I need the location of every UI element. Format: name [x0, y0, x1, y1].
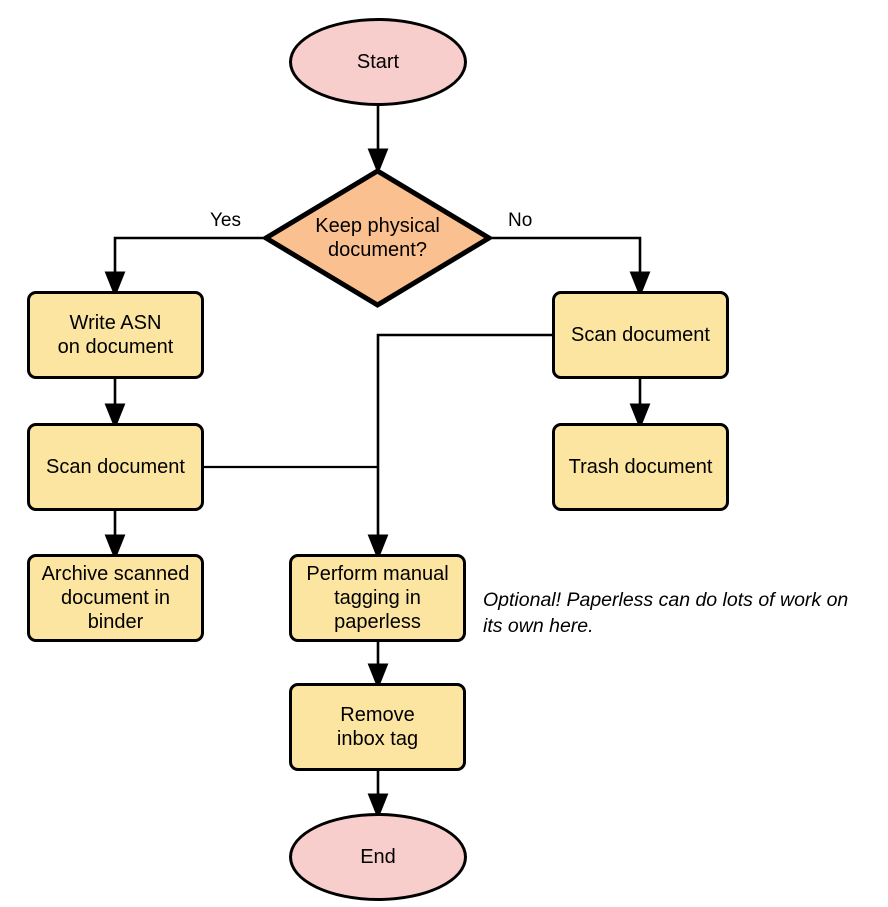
edge-label-no: No: [508, 210, 533, 231]
node-scan-document-left[interactable]: Scan document: [27, 423, 204, 511]
node-manual-tagging-line1: Perform manual: [306, 563, 449, 585]
node-manual-tagging-line2: tagging in: [334, 587, 421, 609]
node-remove-inbox-line2: inbox tag: [336, 728, 419, 750]
node-write-asn-on-document[interactable]: Write ASN on document: [27, 291, 204, 379]
node-end-label: End: [360, 845, 396, 868]
optional-note: Optional! Paperless can do lots of work …: [483, 588, 883, 640]
edge-decision-to-scan-right: [492, 236, 651, 298]
node-keep-physical-document-label: Keep physical document?: [263, 168, 492, 308]
edge-decision-to-write-asn: [104, 236, 263, 298]
node-start-label: Start: [356, 50, 400, 73]
node-archive-line2: document in: [61, 587, 170, 609]
node-perform-manual-tagging-in-paperless[interactable]: Perform manual tagging in paperless: [289, 554, 466, 642]
node-archive-scanned-document-in-binder[interactable]: Archive scanned document in binder: [27, 554, 204, 642]
node-remove-inbox-line1: Remove: [340, 704, 415, 726]
node-archive-line1: Archive scanned: [41, 563, 190, 585]
node-manual-tagging-line3: paperless: [334, 611, 421, 633]
node-scan-document-right[interactable]: Scan document: [552, 291, 729, 379]
node-end[interactable]: End: [289, 813, 467, 901]
node-keep-physical-document[interactable]: Keep physical document?: [263, 168, 492, 308]
node-write-asn-line2: on document: [57, 336, 174, 358]
node-trash-line1: Trash document: [568, 456, 713, 478]
node-remove-inbox-tag[interactable]: Remove inbox tag: [289, 683, 466, 771]
node-scan-right-line1: Scan document: [571, 324, 710, 346]
node-start[interactable]: Start: [289, 18, 467, 106]
edge-scan-right-to-manual-tagging: [367, 333, 552, 561]
decision-label-line2: document?: [328, 239, 427, 261]
node-archive-line3: binder: [87, 611, 144, 633]
diamond-shape: [263, 168, 492, 308]
node-write-asn-line1: Write ASN: [69, 312, 162, 334]
edge-label-yes: Yes: [210, 210, 241, 231]
node-trash-document[interactable]: Trash document: [552, 423, 729, 511]
optional-note-line1: Optional! Paperless can do lots of work …: [483, 589, 849, 611]
node-scan-left-line1: Scan document: [46, 456, 185, 478]
optional-note-line2: its own here.: [483, 614, 594, 637]
decision-label-line1: Keep physical: [315, 215, 440, 237]
